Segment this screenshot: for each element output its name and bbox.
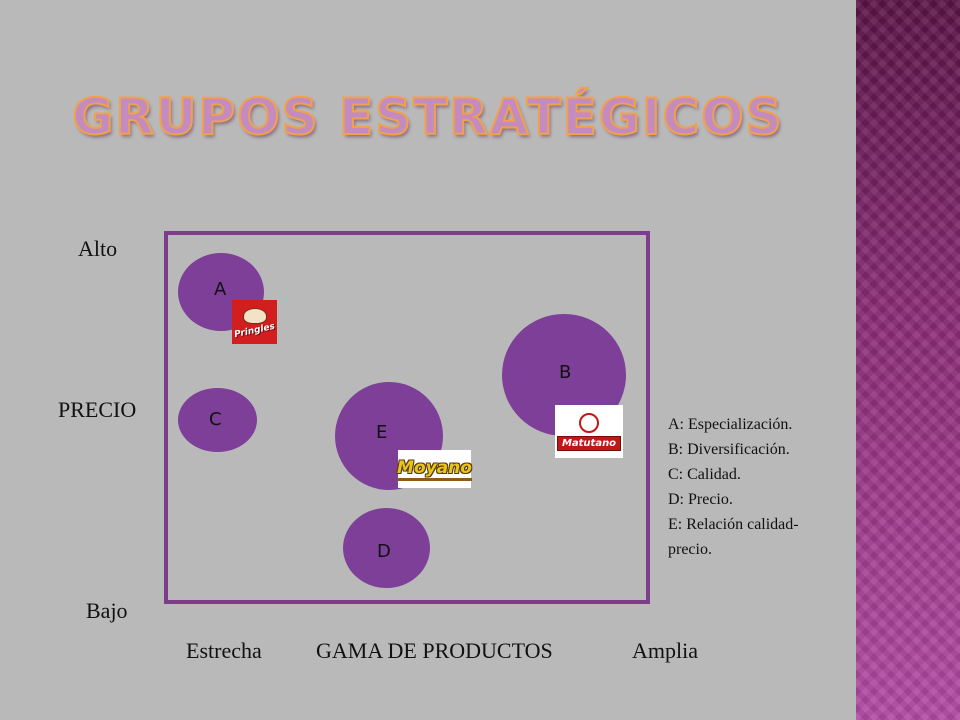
group-bubble-c [178,388,257,452]
x-axis-title: GAMA DE PRODUCTOS [316,638,553,663]
legend-item-b: B: Diversificación. [668,441,790,458]
group-label-e: E [376,422,388,443]
legend-item-e: E: Relación calidad- [668,516,799,533]
moyano-logo-text: Moyano [397,458,472,481]
matutano-logo: Matutano [555,405,623,458]
y-axis-low-label: Bajo [86,598,128,623]
x-axis-narrow-label: Estrecha [186,638,262,663]
legend-item-e-continued: precio. [668,541,712,558]
groups-legend: A: Especialización. B: Diversificación. … [668,412,846,562]
y-axis-title: PRECIO [58,397,137,422]
legend-item-d: D: Precio. [668,491,733,508]
group-label-a: A [214,279,227,300]
y-axis-high-label: Alto [78,236,118,261]
group-bubble-d [343,508,430,588]
legend-item-a: A: Especialización. [668,416,793,433]
strategic-groups-map-frame [164,231,650,604]
pringles-mascot-icon [242,308,267,324]
decorative-side-panel [856,0,960,720]
pringles-logo-text: Pringles [233,321,276,341]
group-label-d: D [377,541,391,562]
matutano-logo-text: Matutano [556,435,622,451]
slide-title: GRUPOS ESTRATÉGICOS [71,87,784,147]
matutano-emblem-icon [579,412,599,433]
pringles-logo: Pringles [232,300,277,344]
group-label-c: C [209,409,222,430]
x-axis-wide-label: Amplia [632,638,698,663]
moyano-logo: Moyano [397,450,472,488]
group-label-b: B [559,362,572,383]
legend-item-c: C: Calidad. [668,466,741,483]
